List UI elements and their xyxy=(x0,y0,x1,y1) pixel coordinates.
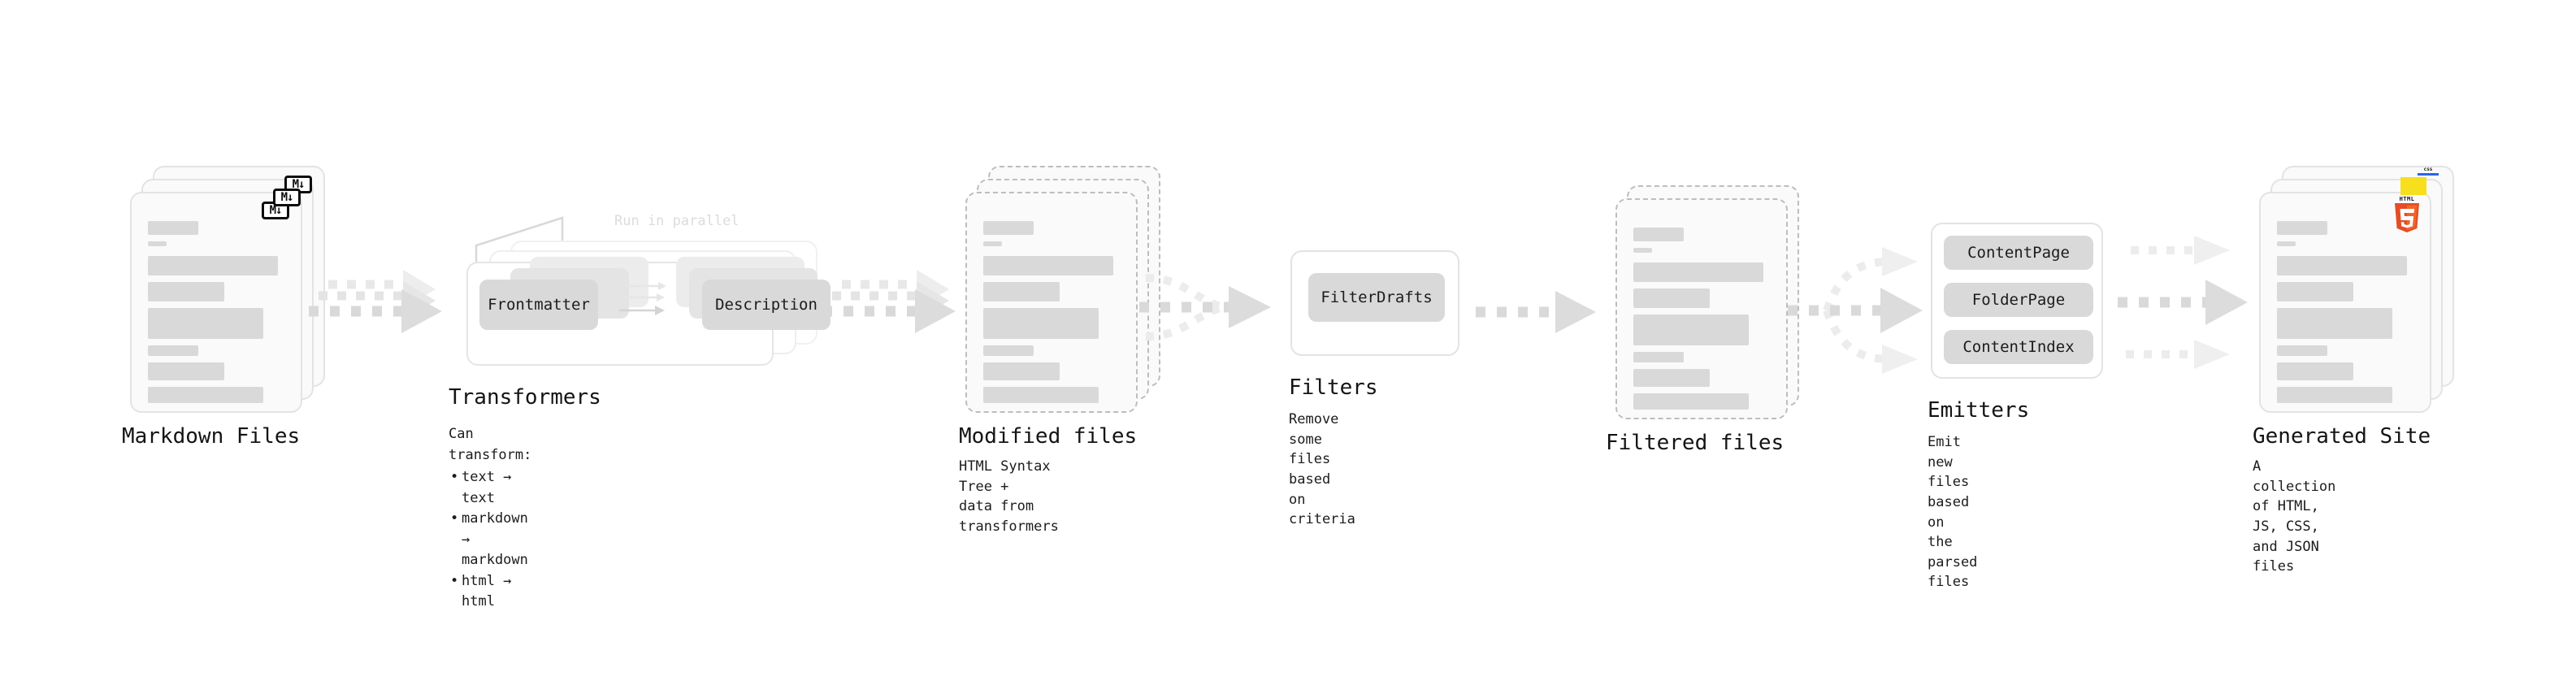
html5-badge: HTML xyxy=(2392,197,2422,232)
content-bar xyxy=(1633,314,1749,345)
stage-subtitle-modified-files: HTML Syntax Tree + data from transformer… xyxy=(959,458,1059,535)
stage-title-filters: Filters xyxy=(1289,375,1378,400)
content-bar xyxy=(983,362,1060,380)
markdown-file-card-front: M↓ xyxy=(130,192,302,413)
content-bar xyxy=(148,282,224,301)
content-bar xyxy=(983,282,1060,301)
css-badge: css xyxy=(2417,166,2439,176)
filtered-file-content xyxy=(1633,228,1773,416)
transformers-capabilities: Can transform: text → text markdown → ma… xyxy=(449,424,531,613)
connector-modified-to-filters xyxy=(1134,262,1281,359)
chip-label: FolderPage xyxy=(1971,291,2066,309)
stage-title-emitters: Emitters xyxy=(1928,398,2030,423)
emitter-chip-contentindex[interactable]: ContentIndex xyxy=(1944,330,2093,364)
content-bar xyxy=(148,308,263,339)
connector-filtered-to-emitters xyxy=(1785,241,1931,380)
stage-title-markdown-files: Markdown Files xyxy=(122,424,301,449)
content-bar xyxy=(2277,256,2407,275)
chip-label: Description xyxy=(715,296,817,314)
connector-filters-to-filtered xyxy=(1472,286,1602,341)
content-bar xyxy=(2277,387,2392,403)
content-bar xyxy=(148,241,167,246)
chip-label: ContentIndex xyxy=(1962,338,2075,356)
emitter-chip-contentpage[interactable]: ContentPage xyxy=(1944,236,2093,270)
transformer-chip-frontmatter[interactable]: Frontmatter xyxy=(479,280,598,330)
content-bar xyxy=(1633,248,1652,253)
content-bar xyxy=(1633,352,1684,362)
content-bar xyxy=(148,345,198,356)
content-bar xyxy=(983,241,1002,246)
filter-chip-filterdrafts[interactable]: FilterDrafts xyxy=(1308,273,1445,322)
content-bar xyxy=(2277,282,2353,301)
modified-file-content xyxy=(983,221,1123,410)
markdown-badge-mid: M↓ xyxy=(273,189,301,206)
connector-markdown-to-transformers xyxy=(307,268,447,353)
content-bar xyxy=(2277,362,2353,380)
modified-file-card-front xyxy=(965,192,1138,413)
content-bar xyxy=(148,362,224,380)
content-bar xyxy=(983,345,1034,356)
content-bar xyxy=(1633,369,1710,387)
stage-subtitle-generated-site: A collection of HTML, JS, CSS, and JSON … xyxy=(2253,458,2336,575)
emitters-box: ContentPage FolderPage ContentIndex xyxy=(1931,223,2103,379)
markdown-file-content xyxy=(148,221,288,410)
capability-item: markdown → markdown xyxy=(450,509,531,571)
content-bar xyxy=(983,387,1099,403)
stage-subtitle-emitters: Emit new files based on the parsed files xyxy=(1928,434,1978,591)
content-bar xyxy=(983,221,1034,235)
transformer-chip-description[interactable]: Description xyxy=(702,280,830,330)
content-bar xyxy=(1633,393,1749,410)
generated-file-content xyxy=(2277,221,2417,410)
chip-label: FilterDrafts xyxy=(1321,288,1433,306)
connector-emitters-to-site xyxy=(2116,229,2262,375)
connector-transformers-to-modified xyxy=(821,268,961,353)
content-bar xyxy=(148,387,263,403)
chip-label: ContentPage xyxy=(1967,244,2070,262)
stage-subtitle-filters: Remove some files based on criteria xyxy=(1289,411,1355,528)
transformer-inner-arrows xyxy=(619,282,666,315)
content-bar xyxy=(983,308,1099,339)
content-bar xyxy=(148,256,278,275)
content-bar xyxy=(2277,241,2296,246)
content-bar xyxy=(1633,288,1710,308)
content-bar xyxy=(1633,228,1684,241)
content-bar xyxy=(2277,345,2327,356)
capability-item: html → html xyxy=(450,571,531,613)
capabilities-lead: Can transform: xyxy=(449,426,532,463)
content-bar xyxy=(2277,308,2392,339)
generated-file-card-html: HTML xyxy=(2259,192,2431,413)
chip-label: Frontmatter xyxy=(488,296,590,314)
js-badge xyxy=(2400,177,2426,195)
emitter-chip-folderpage[interactable]: FolderPage xyxy=(1944,283,2093,317)
filters-box: FilterDrafts xyxy=(1290,250,1459,356)
stage-title-modified-files: Modified files xyxy=(959,424,1138,449)
annotation-run-in-parallel: Run in parallel xyxy=(614,213,739,229)
stage-title-transformers: Transformers xyxy=(449,385,601,410)
content-bar xyxy=(148,221,198,235)
content-bar xyxy=(1633,262,1763,282)
content-bar xyxy=(2277,221,2327,235)
stage-title-filtered-files: Filtered files xyxy=(1606,431,1785,455)
capability-item: text → text xyxy=(450,467,531,509)
filtered-file-card-front xyxy=(1615,198,1788,419)
stage-title-generated-site: Generated Site xyxy=(2253,424,2431,449)
content-bar xyxy=(983,256,1113,275)
css-underline xyxy=(2418,173,2439,176)
